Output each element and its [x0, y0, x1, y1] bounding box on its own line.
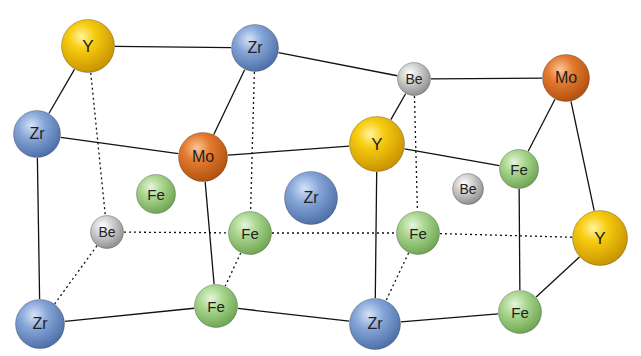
sphere-fill	[398, 63, 431, 96]
element-symbol: Mo	[555, 70, 577, 86]
atom-sphere: Fe	[499, 149, 539, 189]
sphere-fill	[16, 300, 65, 349]
element-symbol: Be	[98, 225, 115, 239]
bond-line	[228, 146, 349, 155]
sphere-fill	[285, 172, 338, 225]
atom-sphere: Mo	[178, 132, 228, 182]
element-symbol: Y	[594, 230, 605, 247]
atom-sphere: Fe	[396, 211, 440, 255]
element-symbol: Fe	[241, 226, 259, 241]
atom-sphere: Zr	[13, 110, 61, 158]
bond-line	[391, 94, 406, 120]
sphere-fill	[232, 25, 279, 72]
bond-line	[375, 172, 376, 298]
atom-sphere: Fe	[194, 284, 238, 328]
element-symbol: Y	[371, 136, 382, 153]
bond-line	[405, 149, 500, 166]
element-symbol: Zr	[367, 316, 382, 332]
bond-line	[431, 78, 542, 80]
element-symbol: Mo	[192, 149, 214, 165]
sphere-fill	[229, 212, 272, 255]
element-symbol: Fe	[409, 226, 427, 241]
bond-line	[61, 137, 178, 153]
dotted-bond	[414, 96, 417, 211]
atom-sphere: Zr	[284, 171, 338, 225]
sphere-fill	[14, 111, 61, 158]
bond-line	[214, 70, 245, 135]
bond-line	[518, 189, 520, 290]
atom-sphere: Zr	[15, 299, 65, 349]
bond-line	[528, 99, 555, 151]
atom-sphere: Zr	[231, 24, 279, 72]
atom-sphere: Be	[397, 62, 431, 96]
atom-sphere: Fe	[136, 174, 176, 214]
sphere-fill	[179, 133, 228, 182]
bond-line	[49, 69, 74, 113]
sphere-fill	[350, 299, 401, 350]
atom-sphere: Fe	[228, 211, 272, 255]
sphere-fill	[453, 174, 484, 205]
element-symbol: Zr	[247, 40, 262, 56]
element-symbol: Fe	[511, 305, 529, 320]
atom-sphere: Zr	[349, 298, 401, 350]
sphere-fill	[350, 117, 405, 172]
sphere-fill	[500, 150, 539, 189]
element-symbol: Zr	[303, 190, 318, 206]
dotted-bond	[251, 72, 255, 211]
sphere-fill	[397, 212, 440, 255]
sphere-fill	[137, 175, 176, 214]
bond-line	[37, 158, 39, 299]
element-symbol: Y	[82, 38, 93, 55]
element-symbol: Fe	[510, 162, 528, 177]
atom-sphere: Mo	[542, 54, 590, 102]
sphere-fill	[573, 211, 628, 266]
sphere-fill	[499, 291, 542, 334]
bond-line	[65, 308, 194, 321]
bond-line	[238, 308, 349, 321]
atom-sphere: Y	[349, 116, 405, 172]
element-symbol: Be	[405, 72, 422, 86]
bond-line	[571, 101, 594, 210]
element-symbol: Be	[459, 182, 476, 196]
bond-line	[536, 257, 579, 297]
bond-line	[401, 314, 498, 322]
dotted-bond	[272, 232, 396, 233]
atom-sphere: Be	[90, 215, 124, 249]
dotted-bond	[124, 231, 228, 233]
element-symbol: Fe	[147, 187, 165, 202]
dotted-bond	[225, 253, 240, 286]
sphere-fill	[91, 216, 124, 249]
sphere-fill	[62, 20, 115, 73]
bond-line	[115, 46, 231, 47]
atom-sphere: Y	[572, 210, 628, 266]
sphere-fill	[543, 55, 590, 102]
atom-sphere: Fe	[498, 290, 542, 334]
dotted-bond	[55, 246, 97, 304]
dotted-bond	[386, 253, 408, 301]
element-symbol: Fe	[207, 299, 225, 314]
atom-sphere: Y	[61, 19, 115, 73]
atom-sphere: Be	[452, 173, 484, 205]
sphere-fill	[195, 285, 238, 328]
dotted-bond	[91, 73, 106, 215]
element-symbol: Zr	[29, 126, 44, 142]
dotted-bond	[440, 234, 572, 238]
element-symbol: Zr	[32, 316, 47, 332]
bond-line	[279, 53, 398, 76]
